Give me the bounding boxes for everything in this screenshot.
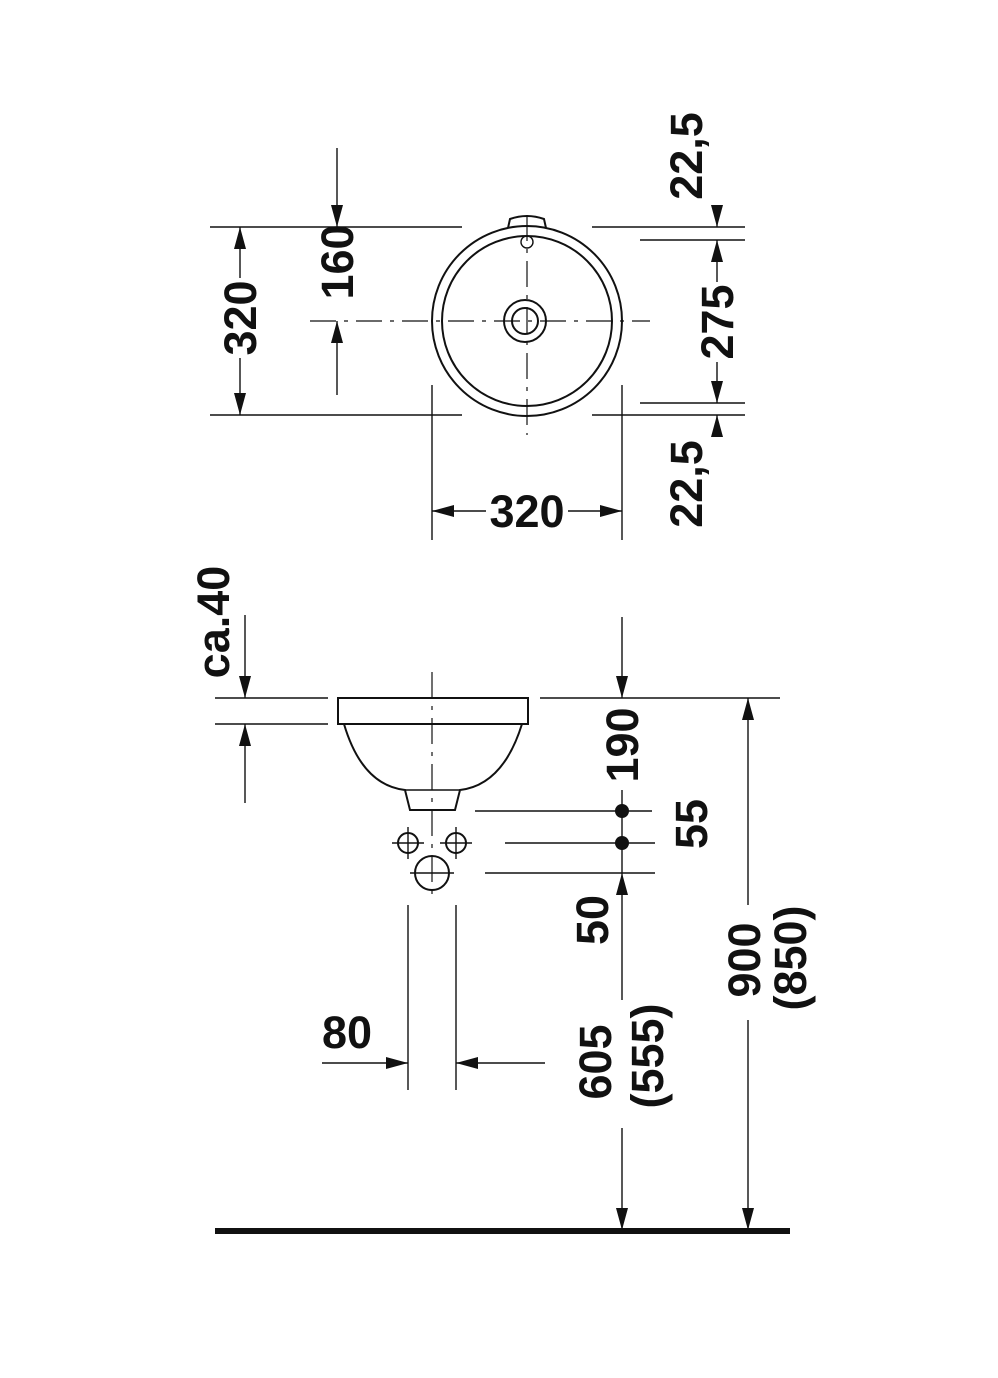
arrow-up-icon [742, 698, 754, 720]
arrow-up-icon [711, 415, 723, 437]
label-80: 80 [322, 1007, 372, 1058]
side-view: ca.40 190 55 50 605 (555) 80 900 (850) [188, 566, 816, 1234]
arrow-down-icon [234, 393, 246, 415]
label-190: 190 [597, 707, 648, 782]
label-ca40: ca.40 [188, 566, 239, 679]
dim-dot-upper [615, 804, 629, 818]
label-22-5-bottom: 22,5 [661, 440, 712, 528]
top-view: 320 160 22,5 275 22,5 320 [210, 112, 745, 540]
label-height-320: 320 [215, 280, 266, 355]
arrow-up-icon [331, 321, 343, 343]
arrow-right-icon [386, 1057, 408, 1069]
arrow-up-icon [239, 724, 251, 746]
arrow-down-icon [742, 1208, 754, 1230]
arrow-up-icon [711, 240, 723, 262]
label-50: 50 [567, 895, 618, 945]
arrow-down-icon [616, 1208, 628, 1230]
tap-connection-left [392, 827, 424, 859]
arrow-down-icon [711, 381, 723, 403]
basin-bowl-section [343, 723, 523, 811]
label-555: (555) [622, 1003, 673, 1108]
arrow-down-icon [711, 205, 723, 227]
label-275: 275 [692, 284, 743, 359]
tap-connection-right [440, 827, 472, 859]
label-900: 900 [719, 922, 770, 997]
label-55: 55 [666, 799, 717, 849]
arrow-down-icon [331, 205, 343, 227]
label-width-320: 320 [489, 486, 564, 537]
arrow-left-icon [456, 1057, 478, 1069]
basin-rim-section [337, 697, 529, 725]
label-850: (850) [765, 905, 816, 1010]
dim-dot-lower [615, 836, 629, 850]
arrow-down-icon [239, 676, 251, 698]
label-22-5-top: 22,5 [661, 112, 712, 200]
arrow-up-icon [234, 227, 246, 249]
label-605: 605 [570, 1024, 621, 1099]
arrow-right-icon [600, 505, 622, 517]
label-160: 160 [312, 224, 363, 299]
arrow-left-icon [432, 505, 454, 517]
arrow-down-icon [616, 676, 628, 698]
